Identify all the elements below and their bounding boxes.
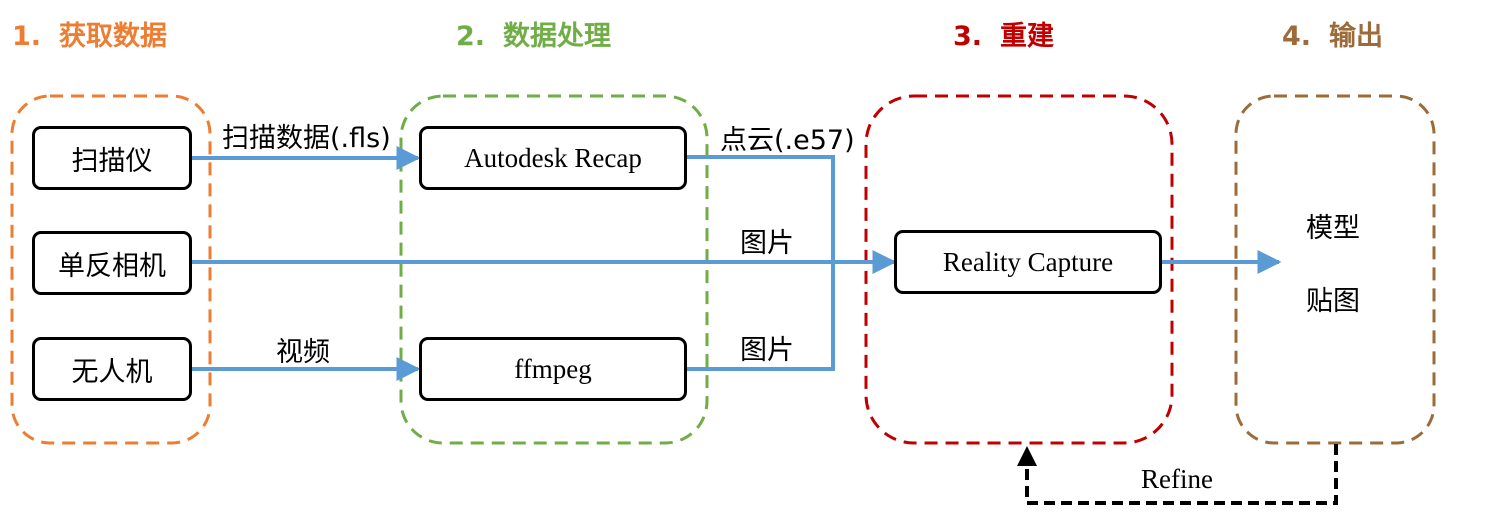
point-cloud-label: 点云(.e57) [720, 118, 855, 157]
scanner-node: 扫描仪 [32, 126, 192, 190]
stage4-title: 4. 输出 [1282, 14, 1383, 53]
stage2-title: 2. 数据处理 [456, 14, 611, 53]
stage3-number: 3. [953, 21, 983, 52]
stage2-number: 2. [456, 21, 486, 52]
stage4-label: 输出 [1329, 21, 1384, 52]
output-texture-label: 贴图 [1306, 286, 1360, 317]
stage4-group-box [1234, 94, 1436, 445]
stage2-label: 数据处理 [503, 21, 612, 52]
scan-data-label: 扫描数据(.fls) [222, 116, 391, 155]
stage2-group-box [399, 94, 709, 445]
refine-loop-connector [1017, 444, 1338, 505]
scan-data-text: 扫描数据(.fls) [222, 123, 391, 154]
refine-label: Refine [1141, 464, 1213, 494]
stage3-label: 重建 [1000, 21, 1055, 52]
reality-capture-node: Reality Capture [894, 230, 1162, 294]
stage3-title: 3. 重建 [953, 14, 1054, 53]
stage1-label: 获取数据 [59, 21, 168, 52]
stage1-title: 1. 获取数据 [12, 14, 167, 53]
stage3-group-box [864, 94, 1174, 445]
stage4-number: 4. [1282, 21, 1312, 52]
drone-node: 无人机 [32, 337, 192, 401]
output-model-label: 模型 [1306, 213, 1360, 244]
ffmpeg-node: ffmpeg [419, 337, 687, 401]
video-label: 视频 [276, 337, 330, 368]
connector-recap-to-merge [686, 155, 835, 262]
connector-ffmpeg-to-merge [686, 262, 835, 371]
point-cloud-text: 点云(.e57) [720, 125, 855, 156]
dslr-node: 单反相机 [32, 231, 192, 295]
stage1-group-box [10, 94, 212, 445]
stage1-number: 1. [12, 21, 42, 52]
autodesk-recap-node: Autodesk Recap [419, 126, 687, 190]
images-top-label: 图片 [740, 228, 794, 259]
images-bottom-label: 图片 [740, 335, 794, 366]
